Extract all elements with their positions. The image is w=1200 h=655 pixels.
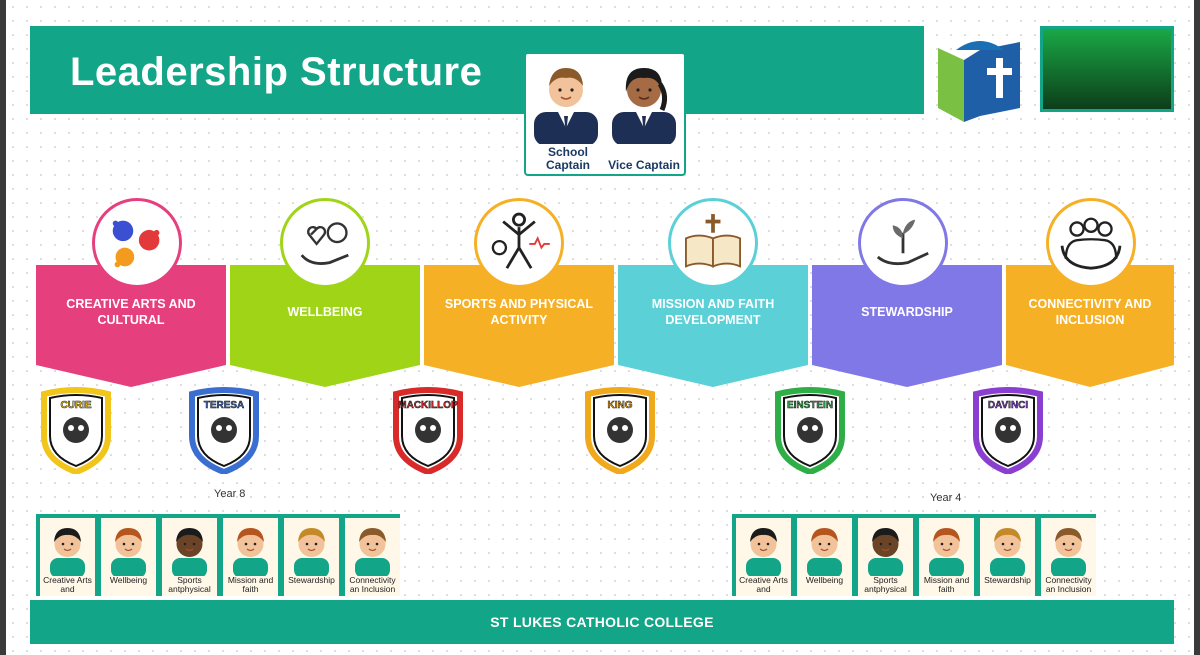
category-banner: WELLBEING <box>230 265 420 387</box>
student-card: Connectivity an Inclusion <box>345 518 400 596</box>
category-label: MISSION AND FAITH DEVELOPMENT <box>651 297 775 327</box>
svg-text:EINSTEIN: EINSTEIN <box>787 400 833 411</box>
student-avatar-icon <box>1051 528 1086 578</box>
bird-icon <box>797 417 823 443</box>
open-bible-icon <box>668 198 758 288</box>
student-avatar-icon <box>746 528 781 578</box>
tiger-icon <box>211 417 237 443</box>
captains-card: School Captain Vice Captain <box>524 52 686 176</box>
house-crest-curie: CURIE <box>40 386 112 476</box>
student-card-label: Creative Arts and <box>739 575 788 594</box>
green-banner <box>1040 26 1174 112</box>
svg-text:KING: KING <box>608 400 633 411</box>
student-avatar-icon <box>355 528 390 578</box>
school-captain-label: School Captain <box>545 145 590 172</box>
student-card: Sports antphysical <box>162 518 217 596</box>
student-card-label: Stewardship <box>984 575 1031 585</box>
slide: Leadership Structure School Captain Vice… <box>6 0 1194 655</box>
year-label: Year 4 <box>930 492 962 504</box>
student-card-label: Sports antphysical <box>168 575 211 594</box>
student-card: Creative Arts and <box>736 518 791 596</box>
student-card-label: Wellbeing <box>109 575 148 585</box>
category-label: WELLBEING <box>287 305 363 319</box>
category-label: STEWARDSHIP <box>861 305 953 319</box>
student-card: Sports antphysical <box>858 518 913 596</box>
footer-banner: ST LUKES CATHOLIC COLLEGE <box>30 600 1174 644</box>
page-title: Leadership Structure <box>70 50 483 94</box>
svg-text:TERESA: TERESA <box>204 400 245 411</box>
student-card-label: Connectivity an Inclusion <box>349 575 396 594</box>
student-avatar-icon <box>990 528 1025 578</box>
student-card: Mission and faith <box>919 518 974 596</box>
vice-captain-label: Vice Captain <box>608 158 680 172</box>
category-label: SPORTS AND PHYSICAL ACTIVITY <box>444 297 594 327</box>
student-card-label: Wellbeing <box>805 575 844 585</box>
student-avatar-icon <box>172 528 207 578</box>
student-avatar-icon <box>929 528 964 578</box>
student-avatar-icon <box>111 528 146 578</box>
student-card-label: Mission and faith <box>923 575 970 594</box>
student-card: Wellbeing <box>797 518 852 596</box>
house-crest-davinci: DAVINCI <box>972 386 1044 476</box>
student-avatar-icon <box>233 528 268 578</box>
svg-text:DAVINCI: DAVINCI <box>988 400 1029 411</box>
svg-text:CURIE: CURIE <box>60 400 91 411</box>
student-card: Wellbeing <box>101 518 156 596</box>
student-card: Stewardship <box>980 518 1035 596</box>
captains-illustration-icon <box>534 68 676 144</box>
category-banner: STEWARDSHIP <box>812 265 1002 387</box>
house-crest-teresa: TERESA <box>188 386 260 476</box>
category-label: CREATIVE ARTS AND CULTURAL <box>66 297 196 327</box>
dragon-icon <box>995 417 1021 443</box>
sports-figure-icon <box>474 198 564 288</box>
student-leaders-strip: Creative Arts and Wellbeing Sports antphys… <box>732 514 1096 596</box>
eagle-icon <box>415 417 441 443</box>
student-avatar-icon <box>50 528 85 578</box>
plant-in-hand-icon <box>858 198 948 288</box>
house-crest-einstein: EINSTEIN <box>774 386 846 476</box>
student-avatar-icon <box>868 528 903 578</box>
student-card-label: Connectivity an Inclusion <box>1045 575 1092 594</box>
hand-prints-icon <box>92 198 182 288</box>
heart-brain-hand-icon <box>280 198 370 288</box>
student-card: Creative Arts and <box>40 518 95 596</box>
category-label: CONNECTIVITY AND INCLUSION <box>1028 297 1152 327</box>
student-card: Connectivity an Inclusion <box>1041 518 1096 596</box>
student-card: Mission and faith <box>223 518 278 596</box>
house-crest-king: KING <box>584 386 656 476</box>
student-card-label: Creative Arts and <box>43 575 92 594</box>
category-banner: SPORTS AND PHYSICAL ACTIVITY <box>424 265 614 387</box>
school-logo-icon <box>938 41 1020 122</box>
group-hug-icon <box>1046 198 1136 288</box>
svg-text:MACKILLOP: MACKILLOP <box>398 400 458 411</box>
student-card-label: Mission and faith <box>227 575 274 594</box>
header-bar <box>30 26 924 114</box>
student-leaders-strip: Creative Arts and Wellbeing Sports antphys… <box>36 514 400 596</box>
student-avatar-icon <box>294 528 329 578</box>
owl-icon <box>63 417 89 443</box>
student-card: Stewardship <box>284 518 339 596</box>
house-crest-mackillop: MACKILLOP <box>392 386 464 476</box>
lion-icon <box>607 417 633 443</box>
student-card-label: Stewardship <box>288 575 335 585</box>
year-label: Year 8 <box>214 488 246 500</box>
category-banner: CREATIVE ARTS AND CULTURAL <box>36 265 226 387</box>
category-banner: MISSION AND FAITH DEVELOPMENT <box>618 265 808 387</box>
student-card-label: Sports antphysical <box>864 575 907 594</box>
student-avatar-icon <box>807 528 842 578</box>
category-banner: CONNECTIVITY AND INCLUSION <box>1006 265 1174 387</box>
